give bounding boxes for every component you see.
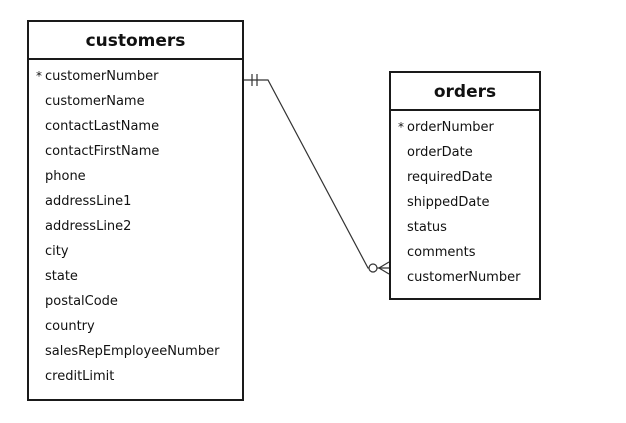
- customers-field-addressline1: addressLine1: [29, 189, 242, 214]
- primary-key-marker: *: [36, 69, 42, 83]
- field-name: customerName: [45, 94, 145, 109]
- orders-field-list: *orderNumber orderDate requiredDate shipped…: [391, 111, 539, 290]
- crows-foot-lower: [378, 267, 390, 275]
- field-name: country: [45, 319, 95, 334]
- field-name: status: [407, 220, 447, 235]
- field-name: comments: [407, 245, 476, 260]
- field-name: contactFirstName: [45, 144, 160, 159]
- field-name: city: [45, 244, 69, 259]
- crows-foot-upper: [378, 261, 390, 269]
- orders-field-requireddate: requiredDate: [391, 165, 539, 190]
- customers-table: customers *customerNumber customerName con…: [27, 20, 244, 401]
- customers-field-list: *customerNumber customerName contactLastNa…: [29, 60, 242, 389]
- customers-field-postalcode: postalCode: [29, 289, 242, 314]
- orders-field-comments: comments: [391, 240, 539, 265]
- customers-field-contactfirstname: contactFirstName: [29, 139, 242, 164]
- customers-field-contactlastname: contactLastName: [29, 114, 242, 139]
- field-name: orderDate: [407, 145, 473, 160]
- customers-field-state: state: [29, 264, 242, 289]
- field-name: state: [45, 269, 78, 284]
- orders-field-orderdate: orderDate: [391, 140, 539, 165]
- orders-field-ordernumber: *orderNumber: [391, 115, 539, 140]
- orders-field-status: status: [391, 215, 539, 240]
- orders-field-shippeddate: shippedDate: [391, 190, 539, 215]
- field-name: requiredDate: [407, 170, 493, 185]
- customers-field-country: country: [29, 314, 242, 339]
- customers-orders-relationship: [244, 74, 390, 275]
- relationship-line: [244, 79, 389, 269]
- field-name: addressLine2: [45, 219, 132, 234]
- field-name: postalCode: [45, 294, 118, 309]
- field-name: salesRepEmployeeNumber: [45, 344, 220, 359]
- field-name: customerNumber: [407, 270, 521, 285]
- customers-field-phone: phone: [29, 164, 242, 189]
- field-name: contactLastName: [45, 119, 160, 134]
- primary-key-marker: *: [398, 120, 404, 134]
- orders-table-title: orders: [391, 73, 539, 111]
- customers-field-customernumber: *customerNumber: [29, 64, 242, 89]
- customers-field-salesrepemployeenumber: salesRepEmployeeNumber: [29, 339, 242, 364]
- field-name: orderNumber: [407, 120, 494, 135]
- orders-table: orders *orderNumber orderDate requiredDate…: [389, 71, 541, 300]
- field-name: addressLine1: [45, 194, 132, 209]
- orders-field-customernumber: customerNumber: [391, 265, 539, 290]
- customers-field-addressline2: addressLine2: [29, 214, 242, 239]
- customers-field-city: city: [29, 239, 242, 264]
- field-name: shippedDate: [407, 195, 490, 210]
- customers-field-creditlimit: creditLimit: [29, 364, 242, 389]
- customers-field-customername: customerName: [29, 89, 242, 114]
- cardinality-zero-circle: [368, 263, 378, 273]
- field-name: creditLimit: [45, 369, 115, 384]
- field-name: phone: [45, 169, 86, 184]
- customers-table-title: customers: [29, 22, 242, 60]
- field-name: customerNumber: [45, 69, 159, 84]
